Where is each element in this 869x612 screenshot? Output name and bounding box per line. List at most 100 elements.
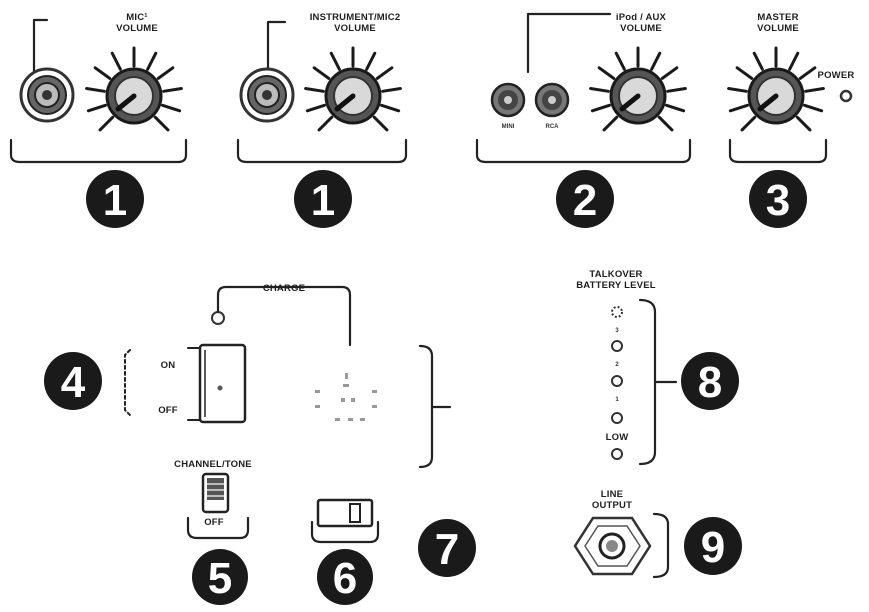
knob-pointer (334, 93, 356, 112)
callout-1b: 1 (294, 170, 352, 228)
battery-title-2: BATTERY LEVEL (576, 280, 656, 291)
callout-3: 3 (749, 170, 807, 228)
knob-tick (98, 115, 115, 132)
bracket-8 (638, 298, 678, 466)
knob-tick (728, 103, 749, 113)
callout-2-number: 2 (573, 176, 597, 225)
knob-tick (740, 115, 757, 132)
knob-tick (153, 115, 170, 132)
mic1-jack-leader (32, 18, 49, 82)
aux-mini-jack[interactable] (490, 82, 526, 118)
battery-led-3 (611, 306, 623, 318)
knob-tick (665, 103, 686, 113)
knob-tick (804, 86, 825, 93)
knob-tick (798, 66, 817, 80)
mode-toggle-switch[interactable] (316, 498, 374, 528)
power-rocker-switch[interactable] (198, 343, 247, 424)
charge-leader (216, 285, 352, 347)
power-led (839, 89, 853, 103)
knob-tick (602, 115, 619, 132)
master-volume-label-1: MASTER (757, 12, 798, 23)
master-volume-knob[interactable] (727, 46, 825, 132)
mic2-volume-label-1: INSTRUMENT/MIC2 (310, 12, 401, 23)
aux-rca-label: RCA (546, 124, 560, 130)
bracket-9 (652, 512, 670, 579)
mic1-xlr-jack[interactable] (19, 67, 75, 123)
knob-tick (657, 115, 674, 132)
knob-pointer (619, 93, 641, 112)
knob-tick (795, 115, 812, 132)
callout-5-number: 5 (208, 554, 232, 603)
battery-level-section: TALKOVER BATTERY LEVEL 3 2 1 LOW (576, 269, 678, 466)
bracket-3 (728, 138, 828, 164)
charge-label: CHARGE (263, 283, 305, 294)
battery-led-0 (611, 448, 623, 460)
knob-tick (381, 86, 402, 93)
aux-rca-jack[interactable] (534, 82, 570, 118)
knob-tick (666, 86, 687, 93)
aux-volume-knob-ticks (589, 46, 687, 132)
mic1-volume-knob-ticks (85, 46, 183, 132)
switch4-off-label: OFF (158, 405, 178, 416)
line-output-jack[interactable] (573, 516, 652, 576)
mic2-volume-label-2: VOLUME (334, 23, 376, 34)
channel-tone-section: CHANNEL/TONE OFF (174, 459, 252, 540)
knob-tick (650, 51, 662, 71)
line-output-section: LINE OUTPUT (573, 489, 670, 579)
battery-mark-low: LOW (606, 432, 629, 443)
knob-tick (597, 66, 616, 80)
knob-tick (375, 66, 394, 80)
callout-4-number: 4 (61, 358, 86, 407)
bracket-5 (186, 516, 250, 540)
charge-led (211, 311, 225, 325)
knob-tick (380, 103, 401, 113)
aux-volume-knob[interactable] (589, 46, 687, 132)
line-out-label-1: LINE (601, 489, 623, 500)
battery-mark-2: 2 (615, 362, 619, 368)
mic1-volume-knob[interactable] (85, 46, 183, 132)
knob-tick (85, 86, 106, 93)
mic2-jack-leader (266, 20, 287, 82)
callout-8-number: 8 (698, 358, 722, 407)
bracket-1a (9, 138, 188, 164)
channel-tone-slide-switch[interactable] (201, 472, 230, 514)
mic2-xlr-jack[interactable] (239, 67, 295, 123)
mic2-volume-knob[interactable] (304, 46, 402, 132)
knob-tick (162, 86, 183, 93)
knob-tick (589, 86, 610, 93)
callout-4: 4 (44, 352, 102, 410)
battery-title-1: TALKOVER (589, 269, 642, 280)
battery-led-low (611, 412, 623, 424)
knob-tick (614, 51, 626, 71)
knob-tick (372, 115, 389, 132)
knob-tick (660, 66, 679, 80)
callout-9: 9 (684, 517, 742, 575)
callout-3-number: 3 (766, 176, 790, 225)
aux-mini-label: MINI (502, 124, 515, 130)
callout-1a-number: 1 (103, 176, 127, 225)
knob-tick (161, 103, 182, 113)
knob-tick (312, 66, 331, 80)
line-out-label-2: OUTPUT (592, 500, 632, 511)
bracket-6 (310, 520, 380, 544)
aux-leader (526, 12, 612, 74)
mic2-volume-knob-ticks (304, 46, 402, 132)
battery-led-2 (611, 340, 623, 352)
knob-tick (803, 103, 824, 113)
knob-tick (590, 103, 611, 113)
knob-tick (752, 51, 764, 71)
power-switch-section: CHARGE ON OFF (124, 283, 452, 469)
knob-tick (146, 51, 158, 71)
knob-tick (365, 51, 377, 71)
mic1-volume-label-2: VOLUME (116, 23, 158, 34)
callout-8: 8 (681, 352, 739, 410)
bracket-4-right (418, 344, 452, 469)
battery-led-1 (611, 375, 623, 387)
power-label: POWER (818, 70, 855, 81)
switch5-top-label: CHANNEL/TONE (174, 459, 252, 470)
callout-7: 7 (418, 519, 476, 577)
knob-tick (304, 86, 325, 93)
knob-pointer (757, 93, 779, 112)
